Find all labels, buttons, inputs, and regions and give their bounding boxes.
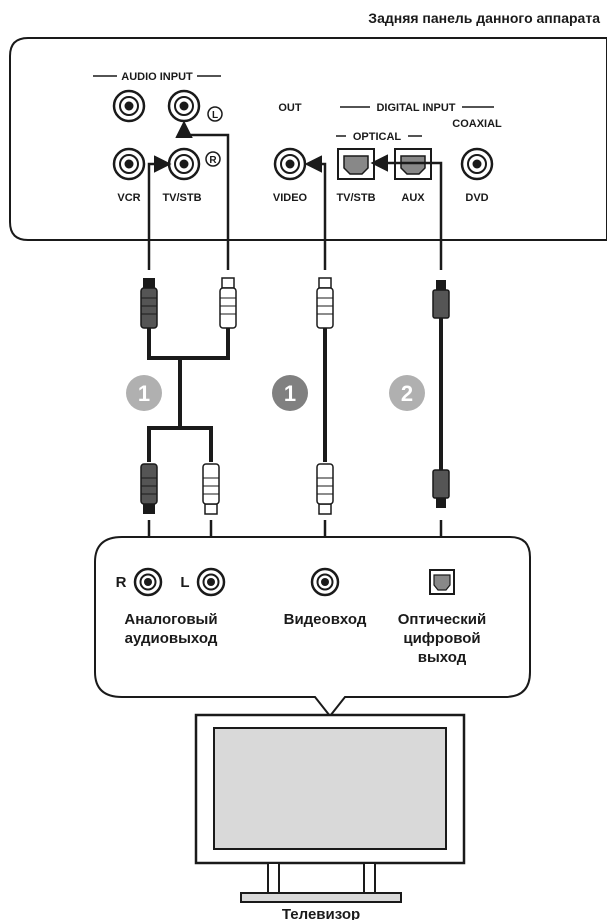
optical-plug-bottom (432, 469, 450, 508)
optical-output-label-2: цифровой (403, 630, 480, 647)
optical-label: OPTICAL (353, 131, 402, 143)
jack-label-tvstb-optical: TV/STB (336, 192, 375, 204)
channel-left-badge: L (207, 106, 223, 122)
jack-label-aux: AUX (401, 192, 425, 204)
digital-input-group: DIGITAL INPUT OPTICAL COAXIAL (336, 102, 502, 143)
step-badge-audio: 1 (126, 375, 162, 411)
video-plug-top (316, 277, 334, 329)
audio-l-plug-bottom (202, 463, 220, 515)
tv-label: Телевизор (282, 906, 360, 920)
audio-r-plug-bottom (140, 463, 158, 515)
audio-l-plug-top (219, 277, 237, 329)
unit-back-panel (9, 37, 607, 241)
step-badge-video: 1 (272, 375, 308, 411)
jack-label-dvd: DVD (465, 192, 488, 204)
tv-audio-left-jack (196, 567, 226, 597)
jack-label-tvstb-audio: TV/STB (162, 192, 201, 204)
cable-lines-top (147, 120, 443, 270)
audio-r-plug-top (140, 277, 158, 329)
audio-input-label: AUDIO INPUT (121, 71, 193, 83)
vcr-audio-left-jack (112, 89, 146, 123)
vcr-audio-right-jack (112, 147, 146, 181)
svg-text:L: L (212, 110, 218, 121)
svg-text:R: R (209, 155, 217, 166)
tv-audio-right-jack (133, 567, 163, 597)
analog-output-label-1: Аналоговый (124, 611, 217, 628)
tv-optical-output-jack (429, 569, 455, 595)
channel-right-badge: R (205, 151, 221, 167)
optical-tvstb-jack (337, 148, 375, 180)
tv-channel-left: L (180, 574, 189, 591)
audio-input-group: AUDIO INPUT (93, 71, 221, 83)
svg-text:2: 2 (401, 381, 413, 406)
digital-input-label: DIGITAL INPUT (376, 102, 455, 114)
tvstb-audio-left-jack (167, 89, 201, 123)
video-out-jack (273, 147, 307, 181)
jack-label-video: VIDEO (273, 192, 308, 204)
television-icon (194, 713, 466, 903)
jack-label-vcr: VCR (117, 192, 140, 204)
svg-text:1: 1 (284, 381, 296, 406)
coaxial-dvd-jack (460, 147, 494, 181)
out-label: OUT (278, 102, 302, 114)
video-plug-bottom (316, 463, 334, 515)
optical-output-label-3: выход (418, 649, 467, 666)
tv-channel-right: R (116, 574, 127, 591)
stereo-cable (147, 328, 230, 462)
tv-video-input-jack (310, 567, 340, 597)
optical-output-label-1: Оптический (398, 611, 486, 628)
video-input-label: Видеовход (284, 611, 367, 628)
optical-plug-top (432, 280, 450, 319)
tvstb-audio-right-jack (167, 147, 201, 181)
coaxial-label: COAXIAL (452, 118, 502, 130)
header-title: Задняя панель данного аппарата (368, 10, 600, 26)
step-badge-optical: 2 (389, 375, 425, 411)
analog-output-label-2: аудиовыход (125, 630, 218, 647)
svg-text:1: 1 (138, 381, 150, 406)
